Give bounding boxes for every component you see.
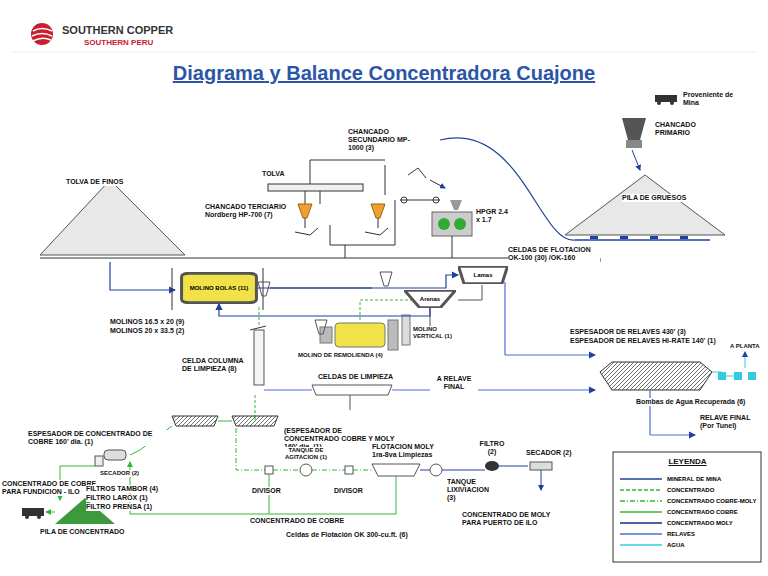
equipment-label: LEYENDA xyxy=(660,457,715,466)
legend-sample xyxy=(620,522,662,524)
legend-sample xyxy=(620,544,662,546)
equipment-label: FILTROS TAMBOR (4) xyxy=(86,485,166,493)
equipment-label: TOLVA DE FINOS xyxy=(66,178,146,186)
node-text: Arenas xyxy=(420,296,440,303)
flow-connector xyxy=(219,304,430,316)
equipment-label: DIVISOR xyxy=(252,487,292,495)
flow-connector xyxy=(258,275,458,288)
legend-sample xyxy=(620,533,662,535)
legend-sample xyxy=(620,500,662,502)
equipment-label: A PLANTA xyxy=(730,343,762,350)
equipment-label: FILTRO (2) xyxy=(478,440,506,456)
equipment-label: CONCENTRADO DE COBRE xyxy=(250,517,350,525)
equipment-label: TOLVA xyxy=(262,170,292,178)
equipment-label: CHANCADO TERCIARIO Nordberg HP-700 (7) xyxy=(205,203,293,219)
equipment-label: ESPESADOR DE CONCENTRADO DE COBRE 160' d… xyxy=(28,430,178,446)
equipment-label: Bombas de Agua Recuperada (6) xyxy=(636,398,756,406)
equipment-label: HPGR 2.4 x 1.7 xyxy=(476,208,510,224)
ball-mill: MOLINO BOLAS (11) xyxy=(180,272,258,304)
equipment-label: SECADOR (2) xyxy=(526,449,576,457)
legend-text: CONCENTRADO MOLY xyxy=(667,520,733,526)
legend-text: CONCENTRADO xyxy=(667,487,714,493)
equipment-label: CELDA COLUMNA DE LIMPIEZA (8) xyxy=(182,357,250,373)
equipment-label: CONCENTRADO DE COBRE PARA FUNDICION - IL… xyxy=(2,480,97,496)
equipment-label: CHANCADO SECUNDARIO MP-1000 (3) xyxy=(348,128,416,152)
logo-text: SOUTHERN PERU xyxy=(84,38,164,47)
diagram-title: Diagrama y Balance Concentradora Cuajone xyxy=(0,62,768,85)
equipment-label: A RELAVE FINAL xyxy=(430,375,478,391)
equipment-label: MOLINO DE REMOLIENDA (4) xyxy=(298,352,398,359)
equipment-label: CELDAS DE FLOTACION OK-100 (30) /OK-160 xyxy=(508,246,600,262)
equipment-label: Proveniente de Mina xyxy=(683,91,743,107)
node-text: Lamas xyxy=(473,272,492,279)
equipment-label: TANQUE LIXIVIACION (3) xyxy=(447,478,493,502)
equipment-label: DIVISOR xyxy=(334,487,374,495)
flotation-cell: Arenas xyxy=(404,290,456,308)
legend-text: AGUA xyxy=(667,542,685,548)
equipment-label: PILA DE CONCENTRADO xyxy=(40,528,130,536)
flotation-cell: Lamas xyxy=(458,266,508,284)
equipment-label: Celdas de Flotación OK 300-cu.ft. (6) xyxy=(286,531,456,539)
legend-sample xyxy=(620,478,662,480)
legend-sample xyxy=(620,489,662,491)
equipment-label: TANQUE DE AGITACION (1) xyxy=(280,447,332,461)
legend-text: CONCENTRADO COBRE xyxy=(667,509,738,515)
equipment-label: PILA DE GRUESOS xyxy=(622,194,712,202)
equipment-label: CHANCADO PRIMARIO xyxy=(655,121,715,137)
equipment-label: ESPESADOR DE RELAVES 430' (3) xyxy=(570,328,730,336)
equipment-label: CONCENTRADO DE MOLY PARA PUERTO DE ILO xyxy=(462,511,554,527)
equipment-label: MOLINOS 20 x 33.5 (2) xyxy=(110,327,210,335)
legend-text: RELAVES xyxy=(667,531,695,537)
equipment-label: MOLINO VERTICAL (1) xyxy=(413,326,453,340)
equipment-label: RELAVE FINAL (Por Tunel) xyxy=(700,414,760,430)
equipment-label: FILTRO LAROX (1) xyxy=(86,494,166,502)
equipment-label: ESPESADOR DE RELAVES HI-RATE 140' (1) xyxy=(570,337,740,345)
legend-sample xyxy=(620,511,662,513)
equipment-label: SECADOR (2) xyxy=(100,470,140,477)
logo-text: SOUTHERN COPPER xyxy=(62,24,182,37)
equipment-label: FLOTACION MOLY 1ra-8va Limpiezas xyxy=(372,443,434,459)
legend-text: CONCENTRADO COBRE-MOLY xyxy=(667,498,756,504)
node-text: MOLINO BOLAS (11) xyxy=(190,285,249,292)
equipment-label: CELDAS DE LIMPIEZA xyxy=(318,373,408,381)
equipment-label: MOLINOS 16.5 x 20 (9) xyxy=(110,318,210,326)
equipment-label: FILTRO PRENSA (1) xyxy=(86,503,166,511)
legend-text: MINERAL DE MINA xyxy=(667,476,721,482)
